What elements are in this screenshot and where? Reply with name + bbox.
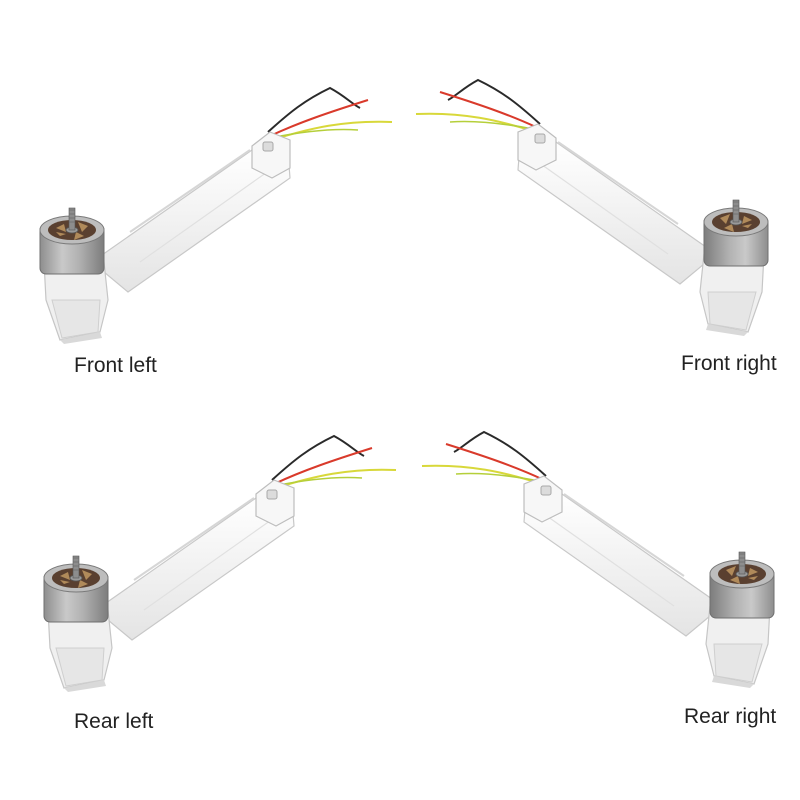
front-left-label: Front left [74, 354, 157, 377]
rear-left-label: Rear left [74, 710, 154, 733]
front-right-arm [415, 79, 769, 337]
rear-left-arm [43, 435, 397, 693]
front-left-arm [39, 87, 393, 345]
front-right-label: Front right [681, 352, 777, 375]
rear-right-arm [421, 431, 775, 689]
rear-right-label: Rear right [684, 705, 777, 728]
